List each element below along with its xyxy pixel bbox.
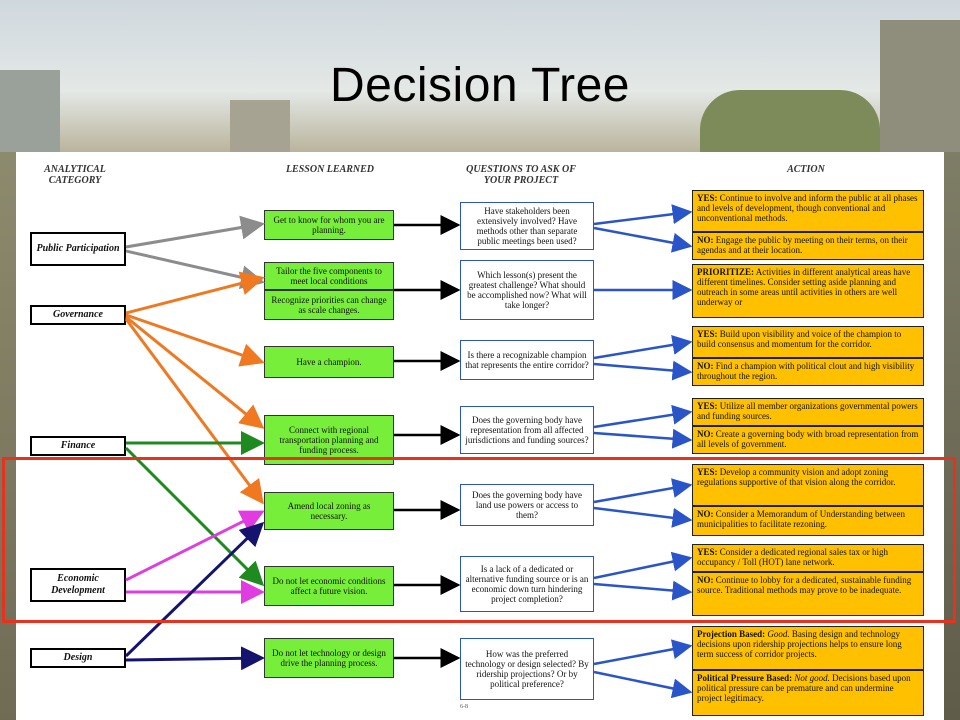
question-greatest-challenge: Which lesson(s) present the greatest cha… xyxy=(460,260,594,320)
column-header-action: ACTION xyxy=(787,164,825,175)
lesson-technology-design: Do not let technology or design drive th… xyxy=(264,638,394,678)
background-trees-right xyxy=(700,90,880,155)
action-funding-no: NO: Continue to lobby for a dedicated, s… xyxy=(692,572,924,616)
action-champion-yes: YES: Build upon visibility and voice of … xyxy=(692,326,924,358)
action-public-yes: YES: Continue to involve and inform the … xyxy=(692,190,924,232)
arrow-question-1-to-no xyxy=(593,226,693,253)
connector-arrows xyxy=(124,204,693,699)
page-number: 6-8 xyxy=(460,704,468,710)
arrow-question-3-to-no xyxy=(593,360,693,381)
category-finance: Finance xyxy=(30,436,126,456)
arrow-question-7-to-political xyxy=(593,670,693,699)
arrow-governance-to-zoning xyxy=(124,318,264,505)
lesson-recognize-priorities: Recognize priorities can change as scale… xyxy=(264,290,394,320)
arrow-public-to-know-whom xyxy=(125,215,265,249)
background-building-right xyxy=(880,20,960,155)
arrow-question-4-to-yes xyxy=(593,404,693,429)
action-prioritize: PRIORITIZE: Activities in different anal… xyxy=(692,264,924,318)
arrow-question-6-to-yes xyxy=(593,551,693,580)
arrow-economic-to-zoning xyxy=(125,510,265,582)
arrow-question-3-to-yes xyxy=(593,335,693,360)
category-public-participation: Public Participation xyxy=(30,232,126,266)
action-projection-based: Projection Based: Good. Basing design an… xyxy=(692,626,924,670)
question-land-use: Does the governing body have land use po… xyxy=(460,484,594,526)
arrow-question-5-to-yes xyxy=(593,478,693,504)
column-header-question: QUESTIONS TO ASK OF YOUR PROJECT xyxy=(466,164,576,186)
background-ground-left xyxy=(0,152,16,720)
action-champion-no: NO: Find a champion with political clout… xyxy=(692,358,924,386)
arrow-governance-to-connect xyxy=(125,315,265,429)
action-political-pressure: Political Pressure Based: Not good. Deci… xyxy=(692,670,924,716)
background-building-left xyxy=(0,70,60,160)
background-building-mid xyxy=(230,100,290,155)
action-governance-yes: YES: Utilize all member organizations go… xyxy=(692,398,924,426)
lesson-connect-regional: Connect with regional transportation pla… xyxy=(264,415,394,465)
arrow-design-to-technology xyxy=(125,646,265,671)
action-public-no: NO: Engage the public by meeting on thei… xyxy=(692,232,924,260)
slide-title: Decision Tree xyxy=(330,59,630,112)
column-header-lesson: LESSON LEARNED xyxy=(285,164,375,175)
arrow-governance-to-tailor xyxy=(125,271,265,315)
arrow-governance-to-champion xyxy=(125,313,265,367)
arrow-question-1-to-yes xyxy=(593,204,693,226)
action-funding-yes: YES: Consider a dedicated regional sales… xyxy=(692,544,924,572)
question-funding-source: Is a lack of a dedicated or alternative … xyxy=(460,556,594,612)
arrow-question-6-to-no xyxy=(593,580,693,601)
lesson-economic-conditions: Do not let economic conditions affect a … xyxy=(264,566,394,606)
question-representation: Does the governing body have representat… xyxy=(460,406,594,454)
arrow-question-7-to-projection xyxy=(593,639,693,666)
lesson-tailor-components: Tailor the five components to meet local… xyxy=(264,262,394,290)
arrow-public-to-tailor xyxy=(125,249,265,290)
background-ground-right xyxy=(944,152,960,720)
action-governance-no: NO: Create a governing body with broad r… xyxy=(692,426,924,454)
arrow-question-5-to-no xyxy=(593,506,693,528)
action-zoning-no: NO: Consider a Memorandum of Understandi… xyxy=(692,506,924,536)
arrow-finance-to-economic xyxy=(124,446,265,587)
lesson-have-champion: Have a champion. xyxy=(264,346,394,378)
question-technology-selected: How was the preferred technology or desi… xyxy=(460,638,594,700)
question-champion: Is there a recognizable champion that re… xyxy=(460,340,594,380)
arrow-question-4-to-no xyxy=(593,428,693,449)
column-header-category: ANALYTICAL CATEGORY xyxy=(44,164,106,186)
action-zoning-yes: YES: Develop a community vision and adop… xyxy=(692,464,924,506)
lesson-know-whom: Get to know for whom you are planning. xyxy=(264,210,394,240)
category-design: Design xyxy=(30,648,126,668)
arrow-design-to-zoning xyxy=(124,521,265,658)
category-governance: Governance xyxy=(30,305,126,325)
decision-tree-diagram: ANALYTICAL CATEGORY LESSON LEARNED QUEST… xyxy=(16,152,944,720)
question-stakeholders: Have stakeholders been extensively invol… xyxy=(460,202,594,250)
category-economic-development: Economic Development xyxy=(30,568,126,602)
lesson-amend-zoning: Amend local zoning as necessary. xyxy=(264,492,394,530)
